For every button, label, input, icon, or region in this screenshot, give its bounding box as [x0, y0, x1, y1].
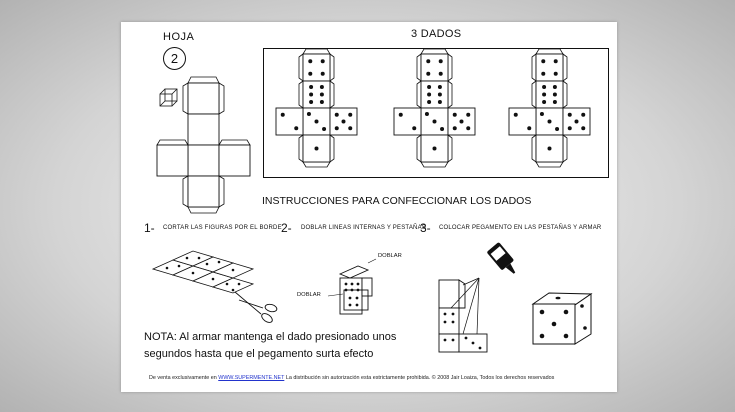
cube-icon — [159, 88, 178, 107]
fold-label-top: DOBLAR — [378, 253, 402, 259]
sheet-label: HOJA — [163, 31, 195, 43]
sheet-number-badge: 2 — [163, 47, 186, 70]
fold-label-left: DOBLAR — [297, 292, 321, 298]
copyright-footer: De venta exclusivamente en WWW.SUPERMENT… — [149, 375, 554, 381]
footer-prefix: De venta exclusivamente en — [149, 375, 217, 381]
fold-illustration — [327, 258, 377, 315]
step-2-number: 2- — [281, 221, 292, 235]
supermente-link[interactable]: WWW.SUPERMENTE.NET — [218, 375, 285, 381]
step-1-text: CORTAR LAS FIGURAS POR EL BORDE — [163, 225, 282, 231]
cut-illustration — [151, 250, 278, 323]
scissors-icon — [234, 291, 278, 323]
glue-bottle-icon — [487, 242, 516, 274]
step-3-text: COLOCAR PEGAMENTO EN LAS PESTAÑAS Y ARMA… — [439, 225, 602, 231]
dice-net-2 — [393, 48, 476, 168]
dice-net-1 — [275, 48, 358, 168]
dice-title: 3 DADOS — [411, 28, 462, 40]
step-3-number: 3- — [420, 221, 431, 235]
assembled-die-illustration — [531, 292, 593, 345]
dice-net-3 — [508, 48, 591, 168]
blank-cube-net — [156, 76, 251, 214]
step-1-number: 1- — [144, 221, 155, 235]
footer-suffix: La distribución sin autorización esta es… — [285, 375, 555, 381]
assembly-note: NOTA: Al armar mantenga el dado presiona… — [144, 331, 397, 360]
worksheet-page: HOJA 2 3 DADOS INSTRUCCIONES PARA CONFEC… — [121, 22, 617, 392]
glue-illustration — [438, 242, 516, 353]
dice-frame — [263, 48, 609, 178]
instructions-title: INSTRUCCIONES PARA CONFECCIONAR LOS DADO… — [262, 195, 532, 207]
step-2-text: DOBLAR LINEAS INTERNAS Y PESTAÑAS — [301, 225, 426, 231]
